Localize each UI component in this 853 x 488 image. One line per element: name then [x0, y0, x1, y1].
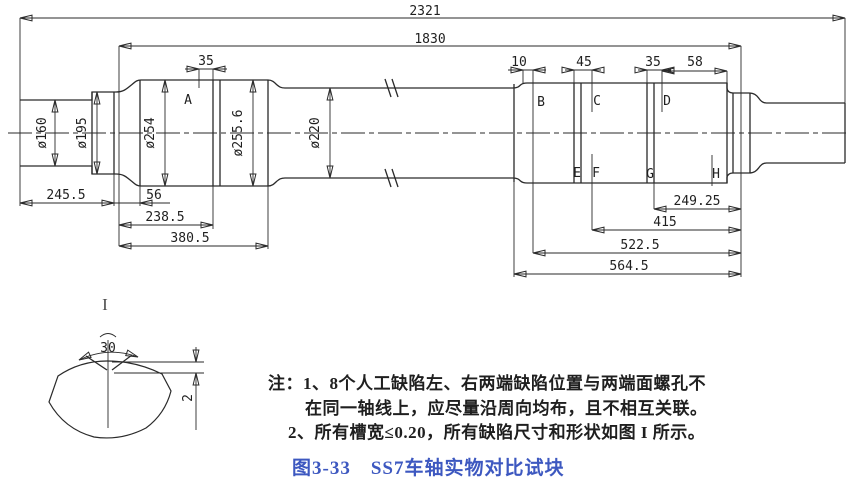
- note-line-2: 在同一轴线上，应尽量沿周向均布，且不相互关联。: [305, 399, 708, 418]
- dim-groove-c: 45: [576, 55, 592, 70]
- defect-f: F: [592, 166, 600, 181]
- detail-section-blob: [48, 360, 172, 439]
- detail-depth: 2: [181, 394, 196, 402]
- detail-view: I 30 2: [48, 295, 204, 439]
- defect-b: B: [537, 95, 545, 110]
- dia-journal: ø160: [35, 117, 50, 148]
- defect-c: C: [593, 94, 601, 109]
- dim-groove-d-end: 58: [687, 55, 703, 70]
- defect-d: D: [663, 94, 671, 109]
- dimension-texts: 2321 1830 35 10 45 35 58 245.5 56 238.5 …: [46, 4, 720, 274]
- dim-groove-d: 35: [645, 55, 661, 70]
- defect-groove-lines: [198, 69, 713, 253]
- dim-left-seat-2: 380.5: [170, 231, 209, 246]
- dia-dust-collar: ø195: [75, 117, 90, 148]
- dim-total-length: 2321: [409, 4, 440, 19]
- dia-gear-seat: ø255.6: [231, 110, 246, 157]
- defect-e: E: [573, 166, 581, 181]
- note-line-3: 2、所有槽宽≤0.20，所有缺陷尺寸和形状如图 I 所示。: [288, 423, 706, 442]
- dim-span-1830: 1830: [414, 32, 445, 47]
- dim-groove-a: 35: [198, 54, 214, 69]
- detail-arc-width: 30: [100, 341, 116, 356]
- defect-letters: A B C D E F G H: [184, 93, 720, 182]
- detail-view-label: I: [102, 295, 108, 314]
- dim-right-1: 249.25: [674, 194, 721, 209]
- arc-symbol: [99, 333, 117, 338]
- dim-right-4: 564.5: [609, 259, 648, 274]
- dim-right-3: 522.5: [620, 238, 659, 253]
- diameter-labels: ø160 ø195 ø254 ø255.6 ø220: [35, 110, 323, 157]
- figure-caption: 图3-33 SS7车轴实物对比试块: [292, 458, 565, 479]
- dia-wheel-seat: ø254: [143, 117, 158, 148]
- dim-left-journal: 245.5: [46, 188, 85, 203]
- dim-right-2: 415: [653, 215, 676, 230]
- defect-g: G: [646, 167, 654, 182]
- dim-collar-seat: 56: [146, 188, 162, 203]
- break-marks: [384, 78, 399, 188]
- defect-a: A: [184, 93, 192, 108]
- dim-left-seat-1: 238.5: [145, 210, 184, 225]
- dim-groove-b: 10: [511, 55, 527, 70]
- axle-profile: [20, 79, 846, 187]
- defect-h: H: [712, 167, 720, 182]
- note-line-1: 注：1、8个人工缺陷左、右两端缺陷位置与两端面螺孔不: [268, 374, 706, 393]
- dimension-lines: [19, 14, 846, 278]
- dia-body: ø220: [308, 117, 323, 148]
